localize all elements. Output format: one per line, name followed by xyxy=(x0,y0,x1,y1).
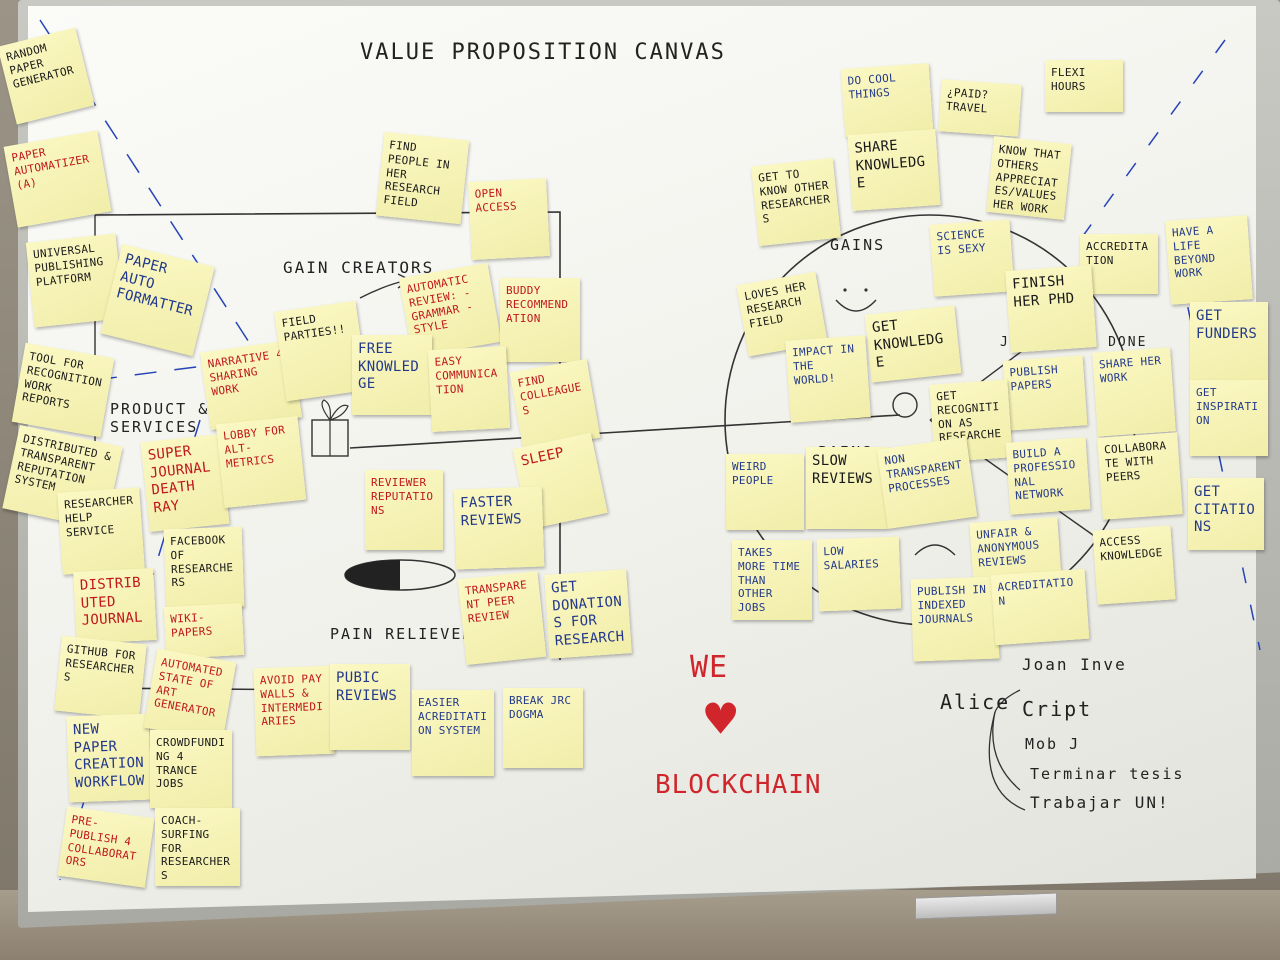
list-item: Joan Inve xyxy=(1022,655,1127,674)
sticky-note: FACEBOOK OF RESEARCHERS xyxy=(163,526,245,610)
canvas-title: VALUE PROPOSITION CANVAS xyxy=(360,40,726,65)
sticky-note: EASIER ACREDITATION SYSTEM xyxy=(412,690,494,776)
label-gains: GAINS xyxy=(830,236,886,254)
sticky-note: FIND PEOPLE IN HER RESEARCH FIELD xyxy=(375,131,470,225)
sticky-note: FLEXI HOURS xyxy=(1045,60,1123,112)
sticky-note: WEIRD PEOPLE xyxy=(726,454,804,530)
sticky-note: PRE-PUBLISH 4 COLLABORATORS xyxy=(57,806,155,888)
we-text: WE xyxy=(690,650,729,685)
sticky-note: TAKES MORE TIME THAN OTHER JOBS xyxy=(732,540,812,620)
sticky-note: DO COOL THINGS xyxy=(840,63,934,137)
sticky-note: SUPER JOURNAL DEATH RAY xyxy=(140,434,230,532)
sticky-note: NON TRANSPARENT PROCESSES xyxy=(876,437,978,529)
sticky-note: OPEN ACCESS xyxy=(468,178,550,260)
sticky-note: ACCESS KNOWLEDGE xyxy=(1092,525,1176,605)
sticky-note: GET FUNDERS xyxy=(1190,302,1268,380)
sticky-note: FREE KNOWLEDGE xyxy=(352,335,432,415)
sticky-note: DISTRIBUTED JOURNAL xyxy=(73,567,157,645)
sticky-note: SHARE HER WORK xyxy=(1092,347,1176,437)
sticky-note: WIKI-PAPERS xyxy=(163,602,245,660)
sticky-note: PUBIC REVIEWS xyxy=(330,664,410,750)
blockchain-text: BLOCKCHAIN xyxy=(655,770,822,800)
heart-icon: ♥ xyxy=(705,690,739,750)
sticky-note: BUDDY RECOMMENDATION xyxy=(500,278,580,362)
label-pain-relievers: PAIN RELIEVERS xyxy=(330,625,485,643)
sticky-note: GET DONATIONS FOR RESEARCH xyxy=(544,569,632,659)
sticky-note: GET INSPIRATION xyxy=(1190,380,1268,456)
sticky-note: GET KNOWLEDGE xyxy=(864,305,962,383)
sticky-note: CROWDFUNDING 4 TRANCE JOBS xyxy=(150,730,232,808)
sticky-note: FASTER REVIEWS xyxy=(453,486,545,570)
sticky-note: GET TO KNOW OTHER RESEARCHERS xyxy=(751,157,841,247)
sticky-note: ¿PAID? TRAVEL xyxy=(938,79,1022,137)
sticky-note: HAVE A LIFE BEYOND WORK xyxy=(1165,215,1253,305)
sticky-note: COACH-SURFING FOR RESEARCHERS xyxy=(155,808,240,886)
sticky-note: AUTOMATED STATE OF ART GENERATOR xyxy=(143,648,237,742)
sticky-note: AVOID PAY WALLS & INTERMEDIARIES xyxy=(253,665,335,757)
sticky-note: KNOW THAT OTHERS APPRECIATES/VALUES HER … xyxy=(986,136,1072,220)
sticky-note: ACREDITATION xyxy=(990,568,1090,646)
list-head: Alice xyxy=(940,690,1011,714)
sticky-note: NEW PAPER CREATION WORKFLOW xyxy=(66,713,152,803)
label-product-services: PRODUCT & SERVICES xyxy=(110,400,210,436)
sticky-note: RESEARCHER HELP SERVICE xyxy=(57,487,145,575)
sticky-note: PUBLISH PAPERS xyxy=(1002,355,1088,431)
label-gain-creators: GAIN CREATORS xyxy=(283,258,435,277)
sticky-note: EASY COMMUNICATION xyxy=(427,346,511,432)
sticky-note: GITHUB FOR RESEARCHERS xyxy=(54,635,147,720)
sticky-note: LOW SALARIES xyxy=(816,536,902,612)
sticky-note: SHARE KNOWLEDGE xyxy=(847,129,941,211)
sticky-note: PUBLISH IN INDEXED JOURNALS xyxy=(910,576,1000,662)
list-item: Trabajar UN! xyxy=(1030,793,1170,812)
list-item: Mob J xyxy=(1025,735,1081,753)
sticky-note: FINISH HER PhD xyxy=(1005,265,1097,353)
sticky-note: PAPER AUTOMATIZER (A) xyxy=(3,130,112,228)
sticky-note: ACCREDITATION xyxy=(1080,234,1158,294)
sticky-note: SCIENCE IS SEXY xyxy=(929,219,1015,297)
sticky-note: LOBBY FOR ALT-METRICS xyxy=(215,415,307,509)
sticky-note: TRANSPARENT PEER REVIEW xyxy=(457,571,547,665)
sticky-note: IMPACT IN THE WORLD! xyxy=(785,335,871,423)
sticky-note: BUILD A PROFESSIONAL NETWORK xyxy=(1005,437,1091,515)
sticky-note: GET CITATIONS xyxy=(1188,478,1264,550)
list-item: Terminar tesis xyxy=(1030,765,1185,783)
sticky-note: BREAK JRC DOGMA xyxy=(503,688,583,768)
sticky-note: REVIEWER REPUTATIONS xyxy=(365,470,443,550)
list-item: Cript xyxy=(1022,697,1093,721)
sticky-note: SLOW REVIEWS xyxy=(806,447,888,529)
sticky-note: TOOL FOR RECOGNITION WORK REPORTS xyxy=(11,342,115,438)
sticky-note: COLLABORATE WITH PEERS xyxy=(1097,432,1183,520)
